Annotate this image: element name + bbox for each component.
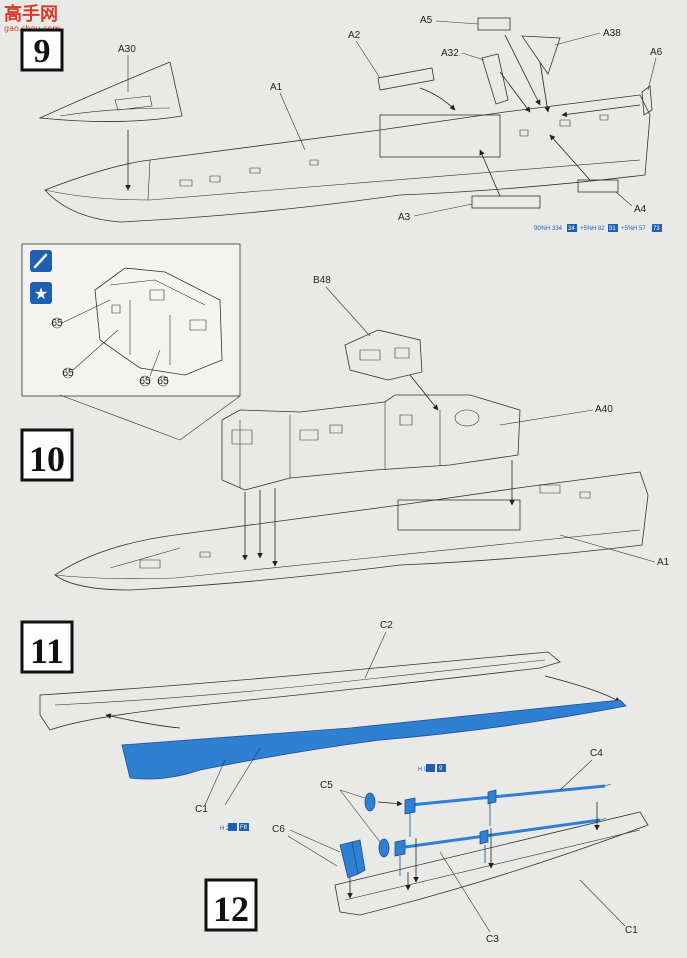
paint-callout-h9: H 9 9: [418, 764, 446, 773]
brush-icon: [30, 250, 52, 272]
label-a1: A1: [270, 82, 283, 93]
hull-part-a1: [44, 94, 651, 223]
deckhouse-slot: [397, 499, 521, 531]
step-number: 12: [213, 889, 249, 929]
svg-text:H 57: H 57: [633, 226, 646, 232]
svg-text:65: 65: [139, 376, 151, 387]
svg-text:+5%: +5%: [621, 226, 634, 232]
part-a3: [471, 195, 541, 209]
label-c4: C4: [590, 748, 603, 759]
svg-text:65: 65: [62, 368, 74, 379]
svg-text:+5%: +5%: [580, 226, 593, 232]
label-a1: A1: [657, 557, 670, 568]
label-c6: C6: [272, 824, 285, 835]
paint-mix-callout: 90% H 334 34 +5% H 82 31 +5% H 57 73: [534, 224, 662, 232]
step-9: 9 A30 A2 A5: [20, 15, 663, 232]
bridge-detail: [94, 267, 223, 376]
part-a6: [641, 85, 653, 116]
svg-text:H 23: H 23: [220, 826, 233, 832]
svg-text:31: 31: [609, 226, 616, 232]
label-c2: C2: [380, 620, 393, 631]
svg-text:H 334: H 334: [546, 226, 563, 232]
propeller-c5: [364, 792, 390, 858]
label-c1: C1: [625, 925, 638, 936]
part-b48: [344, 329, 423, 381]
label-a38: A38: [603, 28, 621, 39]
step-number-box: [20, 620, 74, 674]
svg-text:90%: 90%: [534, 226, 547, 232]
label-a30: A30: [118, 44, 136, 55]
svg-text:F8: F8: [240, 825, 248, 831]
step-number: 10: [29, 439, 65, 479]
callout-65: 65 65 65 65: [51, 299, 169, 387]
label-a5: A5: [420, 15, 433, 26]
label-a4: A4: [634, 204, 647, 215]
step-12: 12 C5 C6 C4 C3 C1: [204, 748, 649, 945]
deck-part-a30: [38, 61, 183, 122]
label-a2: A2: [348, 30, 361, 41]
part-a4: [577, 179, 619, 193]
lower-hull-c1: [121, 699, 627, 780]
svg-text:H 9: H 9: [418, 767, 428, 773]
rudder-c6: [339, 839, 366, 879]
hull-part-a1: [54, 471, 649, 591]
label-c1: C1: [195, 804, 208, 815]
step-number-box: [20, 28, 64, 72]
star-icon: ★: [30, 282, 52, 304]
propeller-shaft-c3: [397, 818, 601, 850]
deckhouse-slot: [379, 114, 501, 158]
part-a32: [481, 53, 509, 105]
svg-text:H 82: H 82: [592, 226, 605, 232]
svg-text:34: 34: [568, 226, 575, 232]
label-a40: A40: [595, 404, 613, 415]
watermark-site: 高手网: [4, 3, 58, 25]
label-a32: A32: [441, 48, 459, 59]
svg-text:65: 65: [157, 376, 169, 387]
part-a5: [477, 17, 511, 31]
step-number-box: [20, 428, 74, 482]
svg-text:65: 65: [51, 318, 63, 329]
label-a3: A3: [398, 212, 411, 223]
step-10: ★ 65 65 65 65 10 B48 A40: [20, 243, 670, 591]
label-c5: C5: [320, 780, 333, 791]
part-a2: [377, 67, 435, 91]
label-a6: A6: [650, 47, 663, 58]
superstructure-a40: [221, 394, 521, 491]
label-b48: B48: [313, 275, 331, 286]
step-number: 11: [30, 631, 64, 671]
svg-text:★: ★: [34, 284, 48, 303]
step-11: 11 C2 C1 H 9 9 H 23 F8: [20, 620, 627, 832]
paint-callout-h23: H 23 F8: [220, 823, 249, 832]
upper-hull-c2: [39, 651, 561, 731]
label-c3: C3: [486, 934, 499, 945]
svg-text:73: 73: [653, 226, 660, 232]
svg-text:9: 9: [439, 766, 443, 772]
hull-part-c1: [334, 811, 649, 916]
propeller-shaft-c4: [409, 784, 606, 807]
step-number-box: [204, 878, 258, 932]
part-a38: [521, 35, 561, 75]
step-number: 9: [34, 33, 51, 70]
